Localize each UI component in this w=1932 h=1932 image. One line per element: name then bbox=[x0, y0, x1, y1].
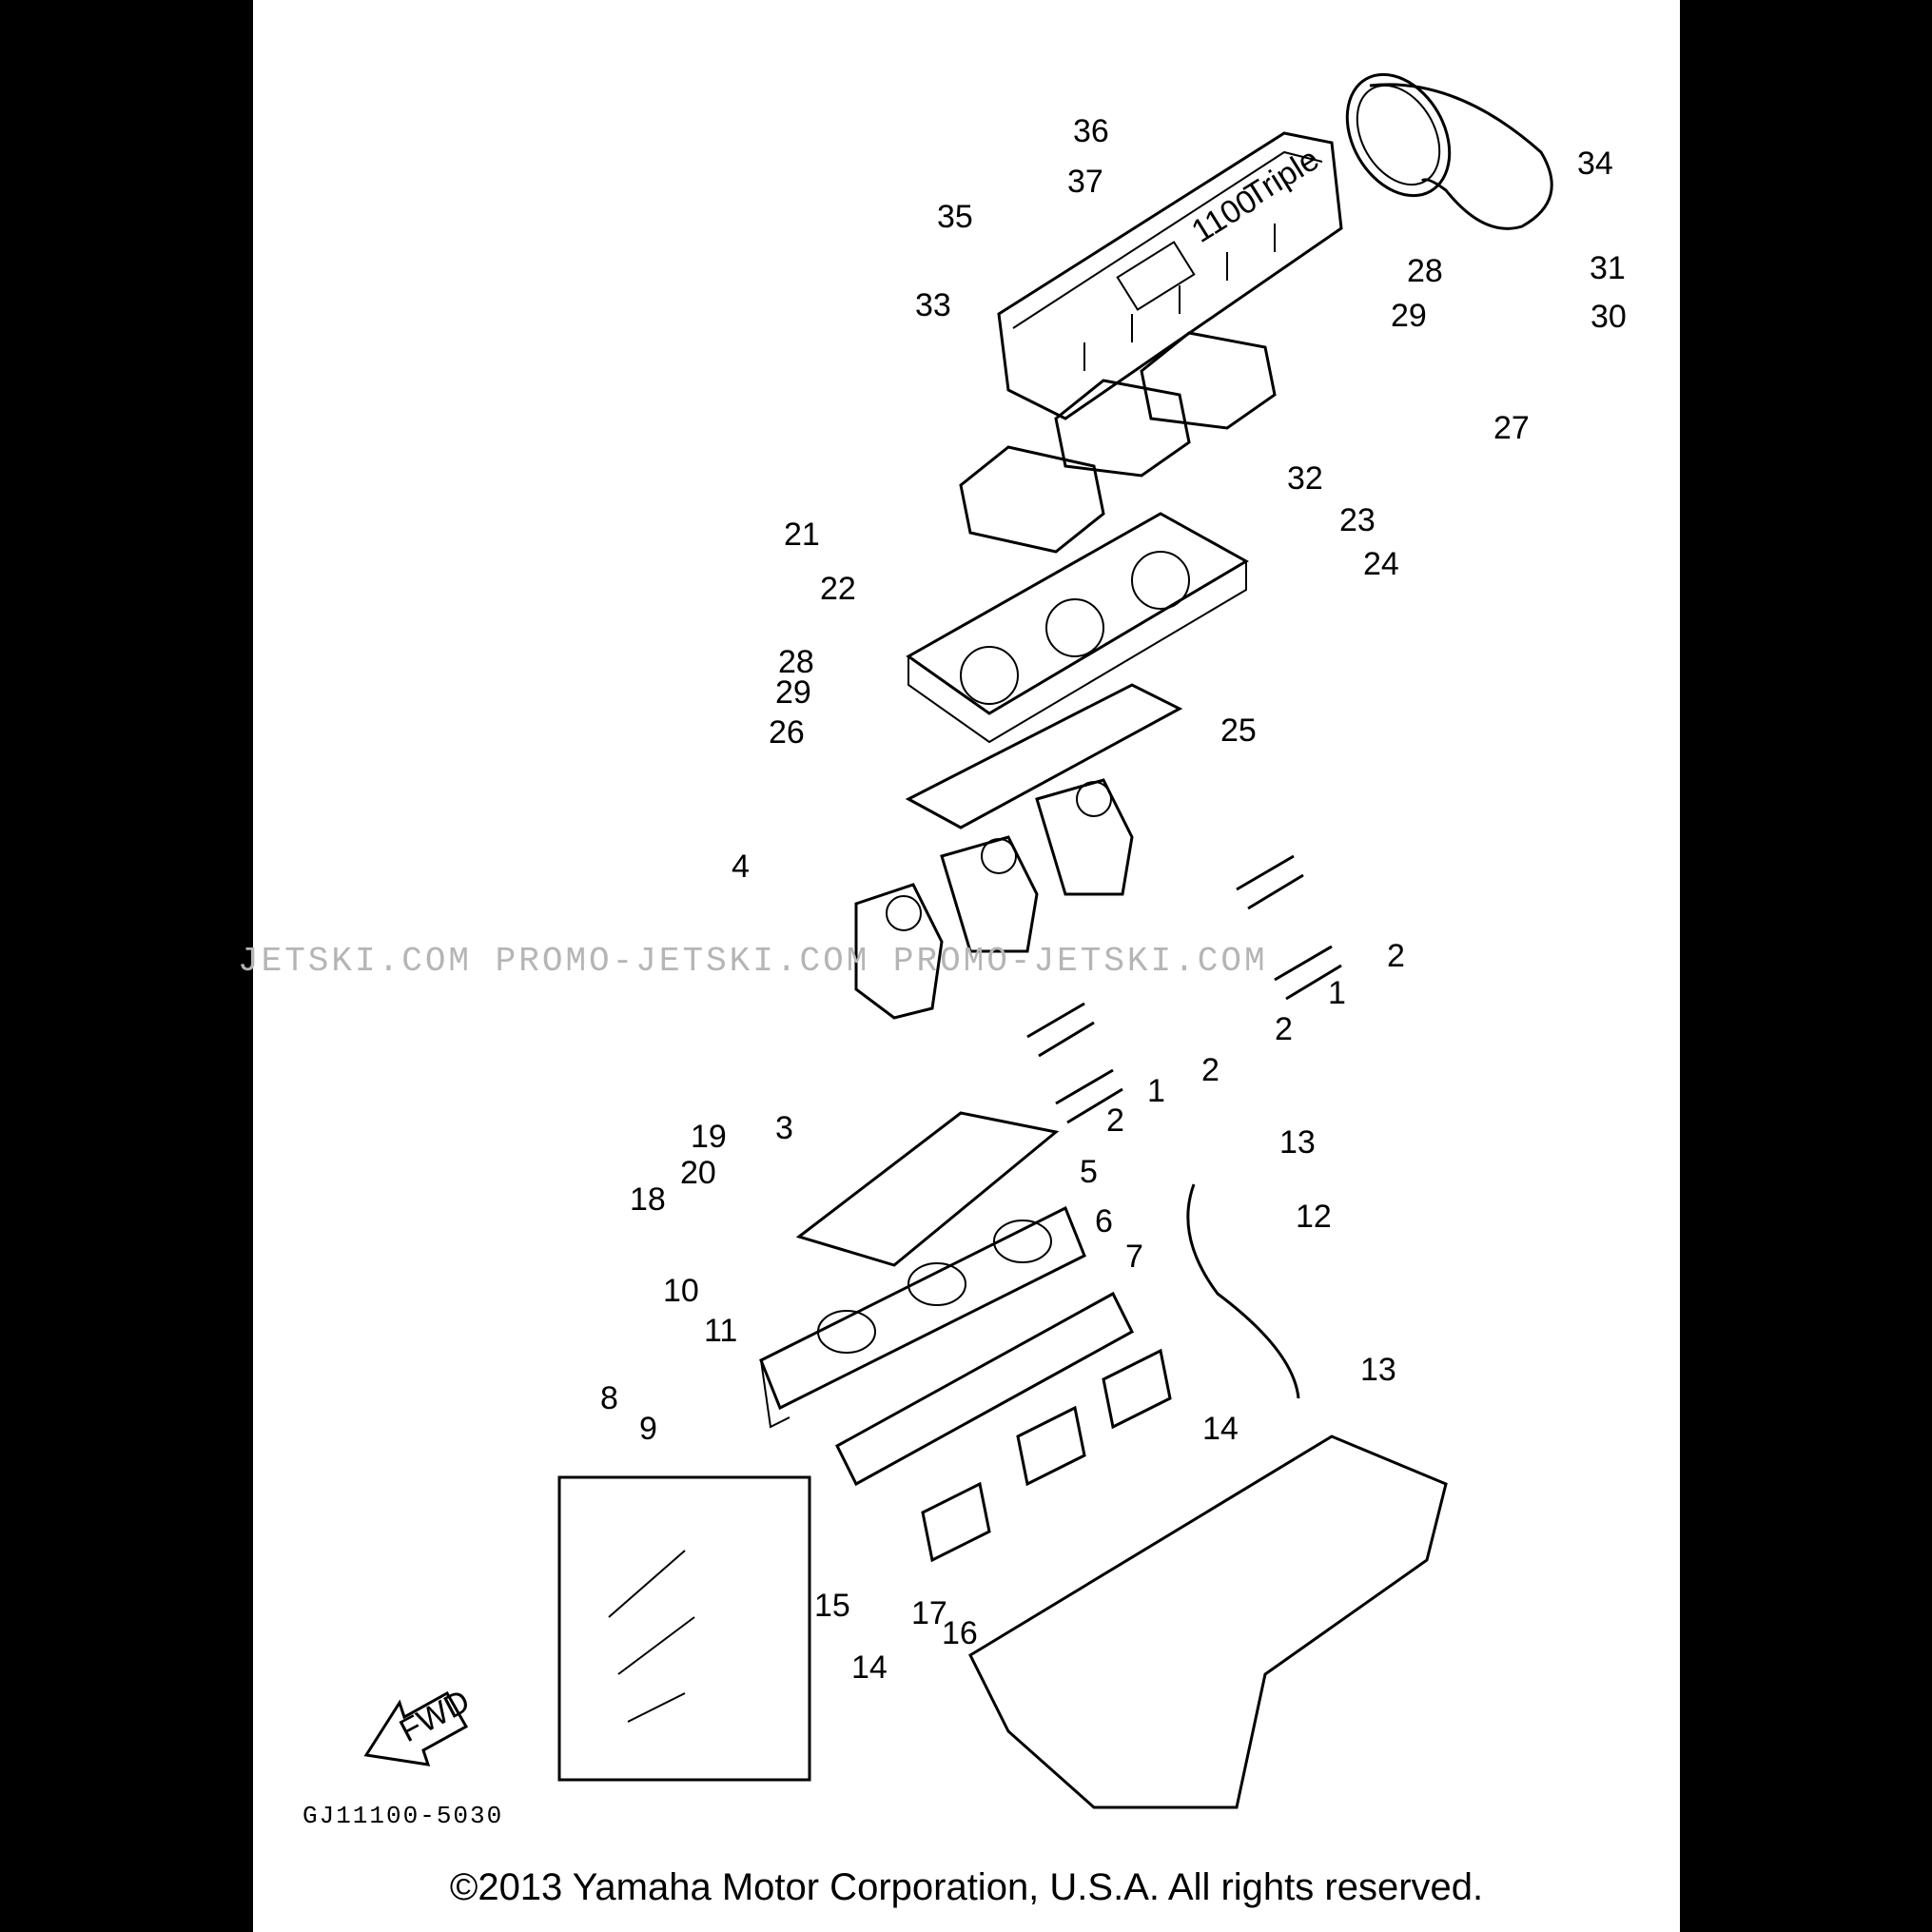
callout-34: 34 bbox=[1577, 146, 1613, 182]
gasket-5 bbox=[795, 1111, 1060, 1267]
callout-2: 2 bbox=[1275, 1011, 1293, 1047]
callout-37: 37 bbox=[1067, 164, 1103, 200]
callout-17: 17 bbox=[911, 1595, 947, 1631]
callout-30: 30 bbox=[1590, 299, 1627, 335]
callout-19: 19 bbox=[691, 1119, 727, 1155]
crankcase bbox=[968, 1434, 1448, 1809]
callout-16: 16 bbox=[942, 1615, 978, 1651]
callout-28: 28 bbox=[1407, 253, 1443, 289]
fwd-label: FWD bbox=[394, 1683, 476, 1749]
airbox-base-21 bbox=[906, 512, 1250, 744]
callout-32: 32 bbox=[1287, 460, 1323, 497]
fwd-arrow-icon: FWD bbox=[363, 1683, 476, 1766]
callout-31: 31 bbox=[1590, 250, 1626, 286]
callout-15: 15 bbox=[814, 1588, 850, 1624]
carburetors bbox=[854, 778, 1134, 1020]
reed-gasket-7 bbox=[835, 1291, 1134, 1487]
callout-22: 22 bbox=[820, 571, 856, 607]
intake-elbow-34 bbox=[1345, 72, 1553, 230]
callout-4: 4 bbox=[732, 849, 750, 885]
callout-5: 5 bbox=[1080, 1154, 1098, 1190]
callout-13: 13 bbox=[1279, 1124, 1316, 1161]
copyright-notice: ©2013 Yamaha Motor Corporation, U.S.A. A… bbox=[449, 1866, 1484, 1908]
hose-12 bbox=[1186, 1183, 1300, 1399]
callout-6: 6 bbox=[1095, 1203, 1113, 1239]
callout-12: 12 bbox=[1296, 1199, 1332, 1235]
callout-14: 14 bbox=[851, 1649, 888, 1686]
watermark: JETSKI.COM PROMO-JETSKI.COM PROMO-JETSKI… bbox=[238, 942, 1268, 981]
callout-3: 3 bbox=[775, 1110, 793, 1146]
callout-29: 29 bbox=[1391, 298, 1427, 334]
intake-manifold-6 bbox=[759, 1205, 1086, 1429]
callout-20: 20 bbox=[680, 1155, 716, 1191]
reed-detail-inset bbox=[557, 1475, 811, 1782]
callout-10: 10 bbox=[663, 1273, 699, 1309]
callout-23: 23 bbox=[1339, 502, 1376, 538]
callout-13: 13 bbox=[1360, 1352, 1396, 1388]
callout-24: 24 bbox=[1363, 546, 1399, 582]
callout-8: 8 bbox=[600, 1380, 618, 1416]
callout-1: 1 bbox=[1147, 1073, 1165, 1109]
callout-14: 14 bbox=[1202, 1411, 1239, 1447]
callout-2: 2 bbox=[1201, 1052, 1220, 1088]
diagram-code: GJ11100-5030 bbox=[302, 1802, 504, 1830]
callout-25: 25 bbox=[1220, 712, 1257, 749]
callout-labels: 1 1 2 2 2 2 3 4 5 6 7 8 9 10 11 12 13 13… bbox=[600, 113, 1627, 1686]
callout-26: 26 bbox=[769, 714, 805, 751]
callout-28: 28 bbox=[778, 644, 814, 680]
gasket-25 bbox=[905, 683, 1183, 829]
filter-elements-32 bbox=[959, 331, 1277, 554]
callout-7: 7 bbox=[1125, 1239, 1143, 1275]
callout-18: 18 bbox=[630, 1181, 666, 1218]
hoses-1 bbox=[1026, 854, 1342, 1124]
callout-1: 1 bbox=[1328, 975, 1346, 1011]
callout-2: 2 bbox=[1387, 938, 1405, 974]
callout-11: 11 bbox=[704, 1313, 737, 1349]
callout-29: 29 bbox=[775, 674, 811, 711]
reed-valves-14 bbox=[921, 1348, 1172, 1563]
cover-brand: Triple bbox=[1239, 141, 1325, 214]
airbox-cover-33: 1100 Triple bbox=[997, 131, 1343, 420]
callout-35: 35 bbox=[937, 199, 973, 235]
diagram-sheet bbox=[253, 0, 1680, 1932]
callout-36: 36 bbox=[1073, 113, 1109, 149]
callout-21: 21 bbox=[784, 517, 820, 553]
callout-27: 27 bbox=[1493, 410, 1530, 446]
callout-9: 9 bbox=[639, 1411, 657, 1447]
callout-33: 33 bbox=[915, 287, 951, 323]
callout-2: 2 bbox=[1106, 1103, 1124, 1139]
